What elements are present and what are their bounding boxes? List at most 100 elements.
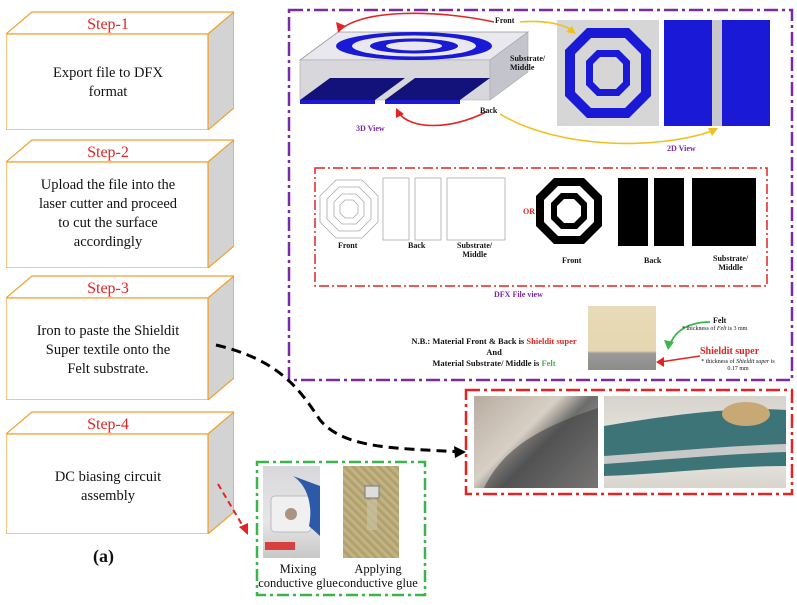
dfx-outline-substrate: [446, 177, 506, 241]
dfx-substrate-line: Middle: [462, 250, 487, 259]
felt-sample-photo: [588, 306, 656, 370]
2d-view-label: 2D View: [667, 144, 696, 153]
mixing-glue-drawing: [265, 476, 320, 550]
step-2-line: laser cutter and proceed: [38, 196, 178, 212]
step-2-line: accordingly: [73, 234, 143, 250]
3d-view-label: 3D View: [356, 124, 385, 133]
shieldit-note-pre: * thickness of: [701, 359, 737, 365]
step-4-box: Step-4 DC biasing circuit assembly: [6, 408, 234, 534]
nb-shieldit-highlight: Shieldit super: [526, 336, 577, 346]
3d-view-model: [298, 31, 530, 104]
iron-photos-frame: [464, 388, 794, 496]
step-2-cube: [6, 139, 234, 268]
shieldit-note-italic: Shieldit super: [736, 359, 770, 365]
shieldit-note-line: * thickness of Shieldit super is: [688, 359, 788, 366]
panel-a-label: (a): [93, 546, 114, 566]
nb-line-1-text: N.B.: Material Front & Back is: [411, 336, 527, 346]
step-4-line: DC biasing circuit: [54, 469, 162, 485]
or-label: OR: [523, 207, 535, 216]
step-4-text: DC biasing circuit assembly: [6, 468, 210, 506]
dfx-view-frame: [314, 167, 768, 287]
applying-glue-photo: [343, 466, 399, 558]
dfx-back2-label: Back: [644, 256, 662, 265]
substrate-label-line: Middle: [510, 63, 535, 72]
step-2-line: to cut the surface: [58, 215, 158, 231]
step-3-title: Step-3: [87, 280, 129, 297]
back-3d-arrow: [397, 111, 487, 127]
felt-label: Felt: [713, 316, 727, 325]
2d-front-view: [557, 20, 659, 126]
step-1-text: Export file to DFX format: [6, 64, 210, 102]
2d-back-view: [664, 20, 770, 126]
mixing-glue-caption-line: Mixing: [279, 562, 317, 576]
dfx-outline-back: [382, 177, 442, 241]
dfx-filled-substrate: [692, 178, 756, 246]
felt-thickness-note: * thickness of Felt is 3 mm: [682, 326, 747, 332]
iron-photo: [604, 396, 786, 488]
step-3-cube: [6, 275, 234, 400]
glue-photos-frame: [255, 460, 427, 597]
step-4-line: assembly: [81, 488, 135, 504]
mixing-glue-photo: [263, 466, 320, 558]
step-3-box: Step-3 Iron to paste the Shieldit Super …: [6, 272, 234, 400]
nb-line-3-text: Material Substrate/ Middle is: [432, 358, 542, 368]
dfx-filled-back: [618, 178, 684, 246]
applying-glue-caption: Applying conductive glue: [333, 562, 423, 590]
step-1-line: format: [88, 84, 128, 100]
dfx-substrate-line: Substrate/: [457, 241, 493, 250]
nb-felt-highlight: Felt: [541, 358, 556, 368]
step-2-title: Step-2: [87, 144, 129, 161]
shieldit-label: Shieldit super: [700, 346, 760, 357]
iron-drawing: [604, 402, 786, 476]
substrate-label: Substrate/ Middle: [510, 54, 545, 72]
dfx-front2-label: Front: [562, 256, 582, 265]
mixing-glue-caption-line: conductive glue: [258, 576, 338, 590]
dfx-substrate-label: Substrate/ Middle: [457, 241, 492, 259]
step-1-box: Step-1 Export file to DFX format: [6, 8, 234, 130]
step-4-cube: [6, 411, 234, 534]
applying-glue-drawing: [364, 485, 380, 530]
felt-note-post: is 3 mm: [726, 326, 748, 332]
felt-note-pre: * thickness of: [682, 326, 717, 332]
felt-arrow: [669, 321, 711, 346]
back-label: Back: [480, 106, 498, 115]
substrate-label-line: Substrate/: [510, 54, 546, 63]
step-3-line: Felt substrate.: [67, 361, 149, 377]
felt-note-italic: Felt: [716, 326, 727, 332]
front-3d-arrow: [337, 12, 495, 33]
step-3-line: Iron to paste the Shieldit: [36, 323, 180, 339]
dfx-outline-front: [319, 179, 379, 239]
shieldit-note-post: is: [769, 359, 775, 365]
step-1-cube: [6, 11, 234, 130]
step-3-line: Super textile onto the: [45, 342, 171, 358]
back-2d-arrow: [499, 113, 716, 145]
applying-glue-caption-line: Applying: [354, 562, 402, 576]
step-4-title: Step-4: [87, 416, 129, 433]
dfx-substrate2-label: Substrate/ Middle: [713, 254, 748, 272]
dfx-front-label: Front: [338, 241, 358, 250]
nb-line-1: N.B.: Material Front & Back is Shieldit …: [404, 336, 584, 347]
dfx-substrate2-line: Middle: [718, 263, 743, 272]
dfx-view-label: DFX File view: [494, 290, 543, 299]
dfx-filled-front: [536, 178, 602, 244]
shieldit-arrow: [659, 355, 701, 363]
step-2-box: Step-2 Upload the file into the laser cu…: [6, 136, 234, 268]
step-1-line: Export file to DFX: [53, 65, 163, 81]
nb-note: N.B.: Material Front & Back is Shieldit …: [404, 336, 584, 369]
step-1-title: Step-1: [87, 16, 129, 33]
shieldit-peel-drawing: [484, 408, 598, 488]
shieldit-thickness-note: * thickness of Shieldit super is 0.17 mm: [688, 359, 788, 373]
dfx-back-label: Back: [408, 241, 426, 250]
step-3-text: Iron to paste the Shieldit Super textile…: [6, 322, 210, 379]
nb-line-3: Material Substrate/ Middle is Felt: [404, 358, 584, 369]
step-2-text: Upload the file into the laser cutter an…: [6, 176, 210, 252]
shieldit-note-value: 0.17 mm: [727, 366, 749, 372]
dfx-substrate2-line: Substrate/: [713, 254, 749, 263]
step-2-line: Upload the file into the: [40, 177, 176, 193]
step3-to-photos-arrow: [215, 343, 463, 454]
mixing-glue-caption: Mixing conductive glue: [258, 562, 338, 590]
shieldit-peel-photo: [474, 396, 598, 488]
panel-b-frame: [287, 8, 794, 382]
nb-line-2: And: [486, 347, 502, 357]
